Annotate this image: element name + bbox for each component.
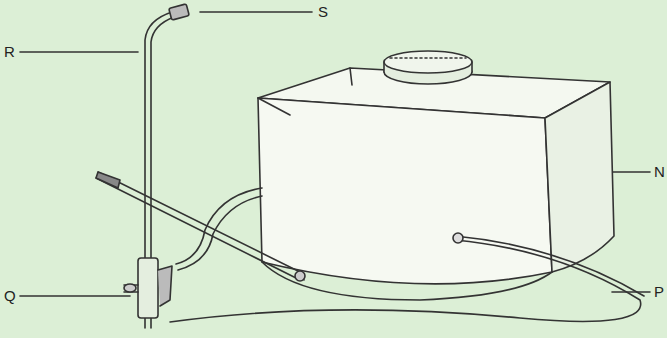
spray-lance	[124, 4, 189, 328]
part-label: Q	[4, 288, 16, 304]
leader-line	[200, 11, 312, 13]
nozzle	[169, 4, 189, 20]
pump-lever	[98, 172, 304, 280]
leader-line	[612, 291, 650, 293]
leader-line	[20, 51, 138, 53]
part-label: P	[654, 284, 664, 300]
part-label: S	[318, 4, 328, 20]
delivery-hose	[170, 240, 641, 322]
part-label: N	[654, 164, 665, 180]
leader-line	[20, 295, 130, 297]
part-label: R	[4, 44, 15, 60]
